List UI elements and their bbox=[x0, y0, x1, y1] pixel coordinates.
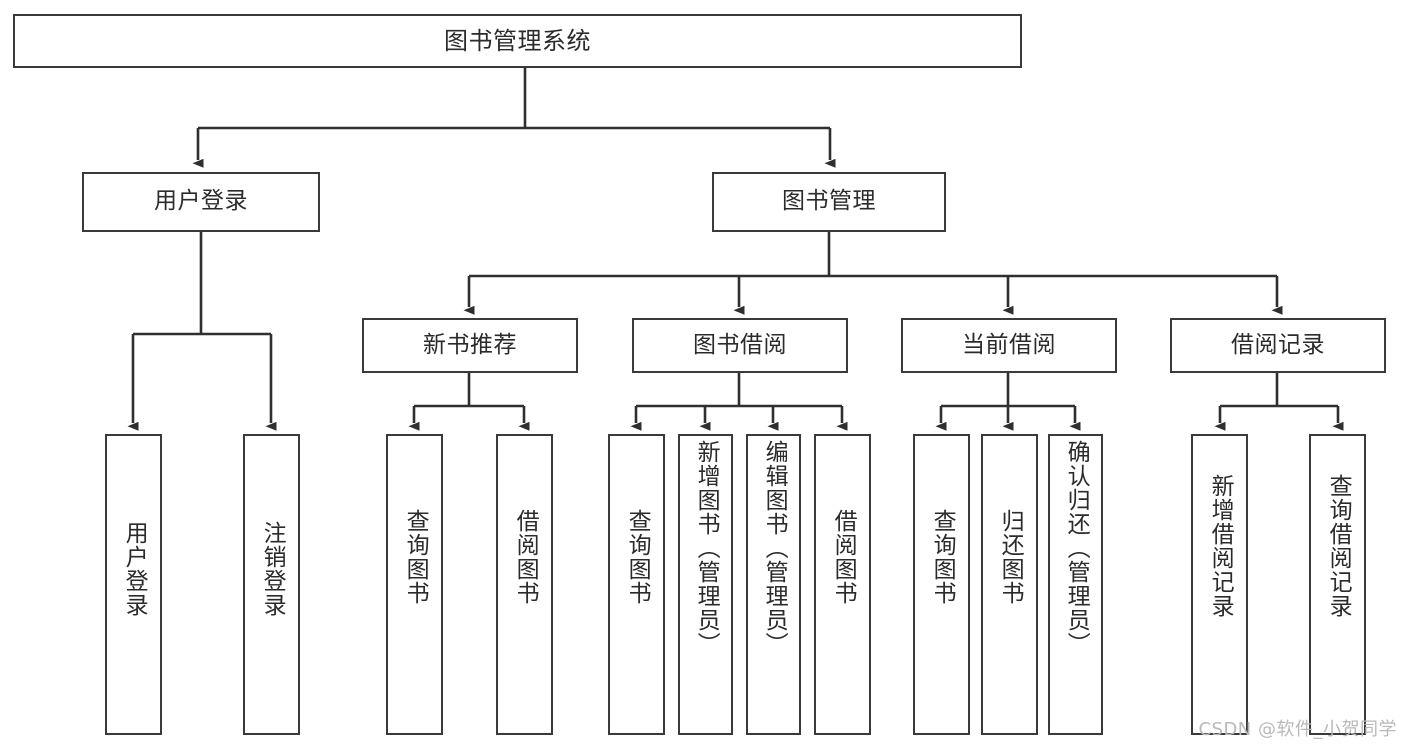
node-book-borrow-label: 图书借阅 bbox=[693, 331, 787, 358]
node-book-management-label: 图书管理 bbox=[782, 188, 876, 215]
leaf-user-login-login[interactable]: 用户登录 bbox=[105, 434, 162, 735]
node-root-system[interactable]: 图书管理系统 bbox=[13, 14, 1022, 68]
leaf-current-borrow-query-label: 查询图书 bbox=[929, 509, 956, 605]
leaf-book-borrow-query[interactable]: 查询图书 bbox=[608, 434, 665, 735]
leaf-new-book-borrow[interactable]: 借阅图书 bbox=[496, 434, 553, 735]
leaf-book-borrow-add[interactable]: 新增图书（管理员） bbox=[678, 434, 733, 735]
node-user-login-label: 用户登录 bbox=[154, 188, 248, 215]
leaf-book-borrow-add-label: 新增图书（管理员） bbox=[693, 440, 720, 656]
node-book-management[interactable]: 图书管理 bbox=[712, 172, 946, 232]
leaf-borrow-record-add[interactable]: 新增借阅记录 bbox=[1191, 434, 1248, 735]
leaf-new-book-query-label: 查询图书 bbox=[402, 509, 429, 605]
leaf-user-login-logout-label: 注销登录 bbox=[259, 521, 286, 617]
leaf-current-borrow-confirm[interactable]: 确认归还（管理员） bbox=[1048, 434, 1103, 735]
node-new-book-recommend-label: 新书推荐 bbox=[423, 331, 517, 358]
leaf-borrow-record-add-label: 新增借阅记录 bbox=[1207, 474, 1234, 618]
node-user-login[interactable]: 用户登录 bbox=[82, 172, 320, 232]
leaf-current-borrow-return-label: 归还图书 bbox=[997, 509, 1024, 605]
leaf-borrow-record-query-label: 查询借阅记录 bbox=[1325, 474, 1352, 618]
leaf-user-login-logout[interactable]: 注销登录 bbox=[243, 434, 300, 735]
leaf-new-book-query[interactable]: 查询图书 bbox=[386, 434, 443, 735]
leaf-new-book-borrow-label: 借阅图书 bbox=[512, 509, 539, 605]
leaf-user-login-login-label: 用户登录 bbox=[121, 521, 148, 617]
leaf-current-borrow-query[interactable]: 查询图书 bbox=[913, 434, 970, 735]
csdn-watermark: CSDN @软件_小贺同学 bbox=[1198, 719, 1397, 740]
node-current-borrow-label: 当前借阅 bbox=[962, 331, 1056, 358]
leaf-borrow-record-query[interactable]: 查询借阅记录 bbox=[1309, 434, 1366, 735]
leaf-book-borrow-edit[interactable]: 编辑图书（管理员） bbox=[746, 434, 801, 735]
leaf-current-borrow-return[interactable]: 归还图书 bbox=[981, 434, 1038, 735]
node-root-system-label: 图书管理系统 bbox=[444, 26, 591, 55]
node-borrow-record[interactable]: 借阅记录 bbox=[1170, 318, 1386, 373]
leaf-book-borrow-query-label: 查询图书 bbox=[624, 509, 651, 605]
node-current-borrow[interactable]: 当前借阅 bbox=[901, 318, 1117, 373]
node-book-borrow[interactable]: 图书借阅 bbox=[632, 318, 848, 373]
leaf-book-borrow-edit-label: 编辑图书（管理员） bbox=[761, 440, 788, 656]
node-new-book-recommend[interactable]: 新书推荐 bbox=[362, 318, 578, 373]
leaf-current-borrow-confirm-label: 确认归还（管理员） bbox=[1063, 440, 1090, 656]
leaf-book-borrow-borrow-label: 借阅图书 bbox=[830, 509, 857, 605]
leaf-book-borrow-borrow[interactable]: 借阅图书 bbox=[814, 434, 871, 735]
node-borrow-record-label: 借阅记录 bbox=[1231, 331, 1325, 358]
